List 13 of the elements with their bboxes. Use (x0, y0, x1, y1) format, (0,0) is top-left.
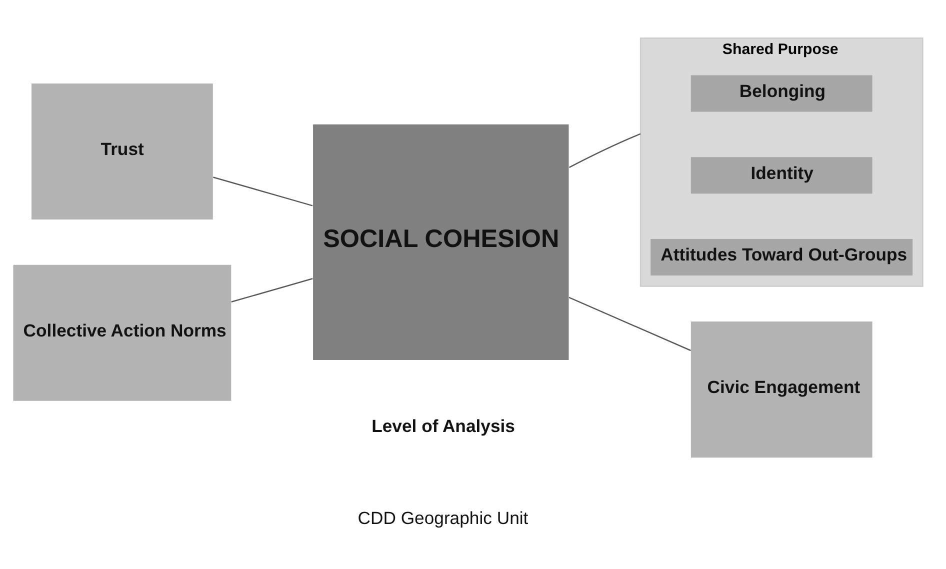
connector (231, 278, 313, 302)
node-box: Attitudes Toward Out-Groups (650, 238, 913, 276)
label: CDD Geographic Unit (358, 507, 528, 528)
connector (213, 176, 313, 206)
node-box: Collective Action Norms (13, 264, 232, 400)
label: Level of Analysis (372, 415, 515, 436)
node-box: Civic Engagement (690, 321, 872, 458)
node-box: Identity (690, 156, 872, 194)
node-box: SOCIAL COHESION (313, 124, 569, 360)
node-box: Belonging (690, 74, 872, 112)
connector (568, 296, 691, 351)
connector (568, 132, 641, 168)
node-box: Trust (32, 82, 213, 219)
